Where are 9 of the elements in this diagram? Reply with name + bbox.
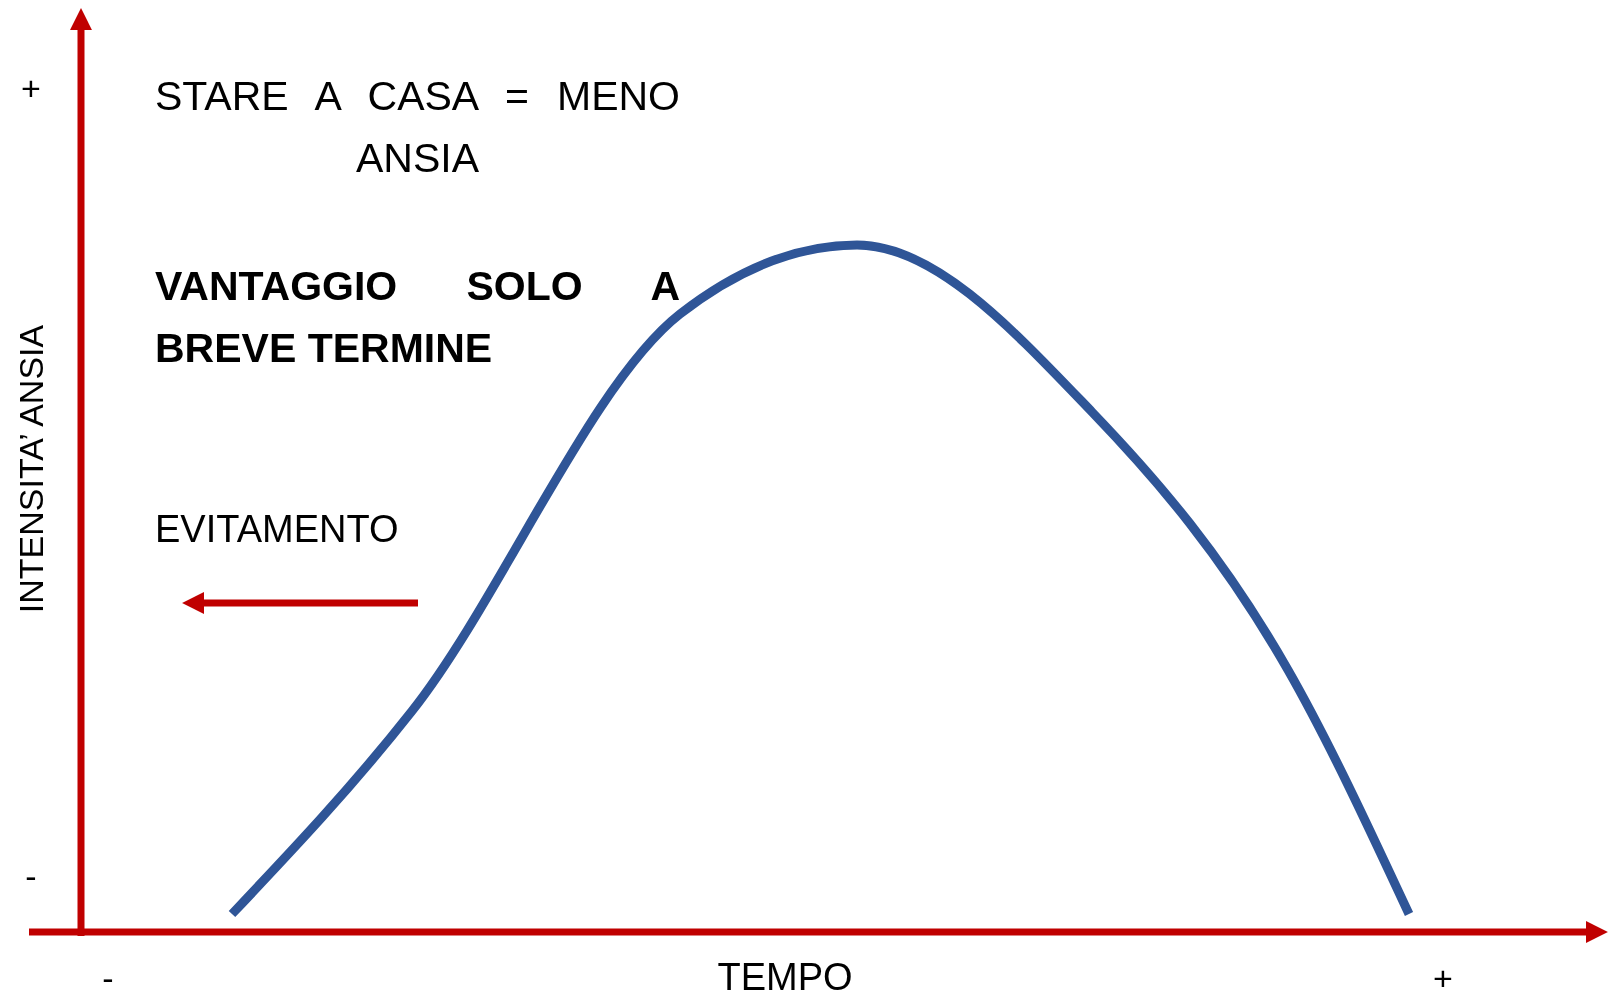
arrow-label: EVITAMENTO	[155, 507, 399, 553]
note: STARE A CASA = MENO ANSIA	[155, 72, 680, 183]
axis-tick-label: +	[21, 67, 41, 109]
axis-title: TEMPO	[717, 955, 853, 999]
axis-tick-label: -	[102, 957, 114, 999]
axis-tick-label: -	[25, 855, 37, 897]
note: VANTAGGIO SOLO A BREVE TERMINE	[155, 262, 680, 373]
axis-tick-label: +	[1433, 957, 1453, 999]
axis-title: INTENSITA’ ANSIA	[10, 324, 51, 614]
